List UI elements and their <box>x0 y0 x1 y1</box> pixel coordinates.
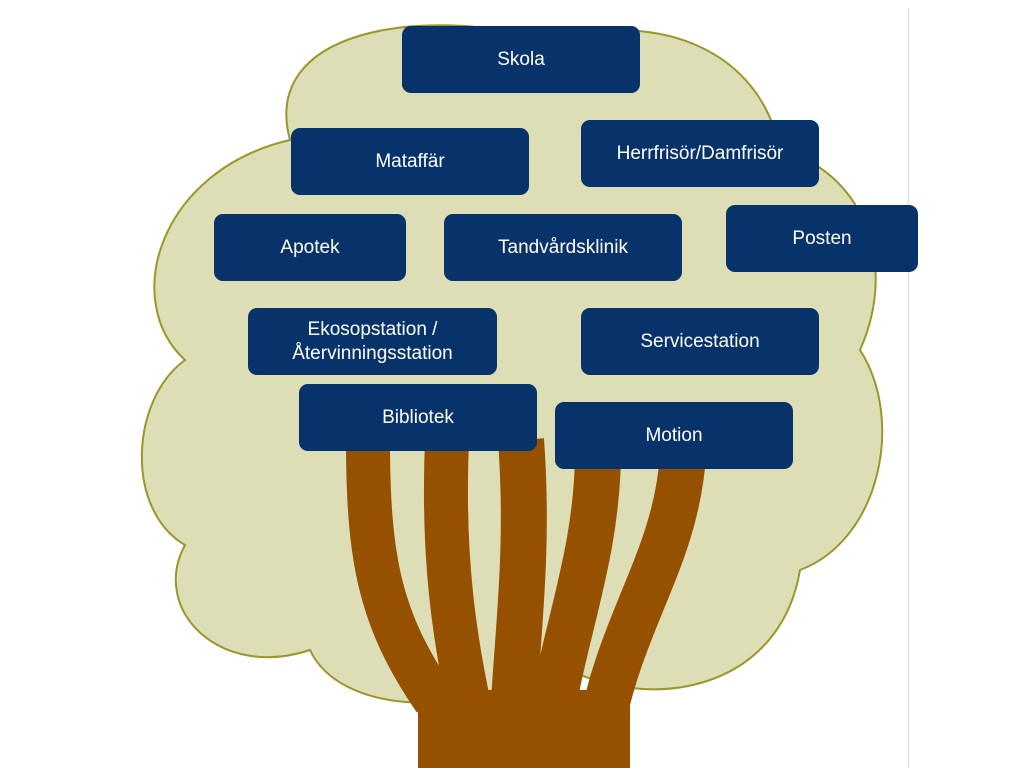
box-ekosopstation[interactable]: Ekosopstation / Återvinningsstation <box>248 308 497 375</box>
slide-edge-divider <box>908 8 909 768</box>
box-bibliotek-label: Bibliotek <box>382 406 454 428</box>
box-ekosopstation-label-line1: Ekosopstation / <box>307 318 438 340</box>
box-frisor[interactable]: Herrfrisör/Damfrisör <box>581 120 819 187</box>
box-posten[interactable]: Posten <box>726 205 918 272</box>
box-skola-label: Skola <box>497 48 545 70</box>
box-motion[interactable]: Motion <box>555 402 793 469</box>
box-apotek-label: Apotek <box>280 236 340 258</box>
box-posten-label: Posten <box>792 227 852 249</box>
tree-trunk-fill <box>425 690 625 768</box>
box-ekosopstation-label-line2: Återvinningsstation <box>292 342 453 364</box>
box-servicestation[interactable]: Servicestation <box>581 308 819 375</box>
box-apotek[interactable]: Apotek <box>214 214 406 281</box>
box-motion-label: Motion <box>645 424 703 446</box>
box-frisor-label: Herrfrisör/Damfrisör <box>616 142 784 164</box>
box-tandvardsklinik-label: Tandvårdsklinik <box>498 236 628 258</box>
box-mataffar-label: Mataffär <box>375 150 445 172</box>
box-tandvardsklinik[interactable]: Tandvårdsklinik <box>444 214 682 281</box>
box-mataffar[interactable]: Mataffär <box>291 128 529 195</box>
box-skola[interactable]: Skola <box>402 26 640 93</box>
box-bibliotek[interactable]: Bibliotek <box>299 384 537 451</box>
box-servicestation-label: Servicestation <box>640 330 760 352</box>
